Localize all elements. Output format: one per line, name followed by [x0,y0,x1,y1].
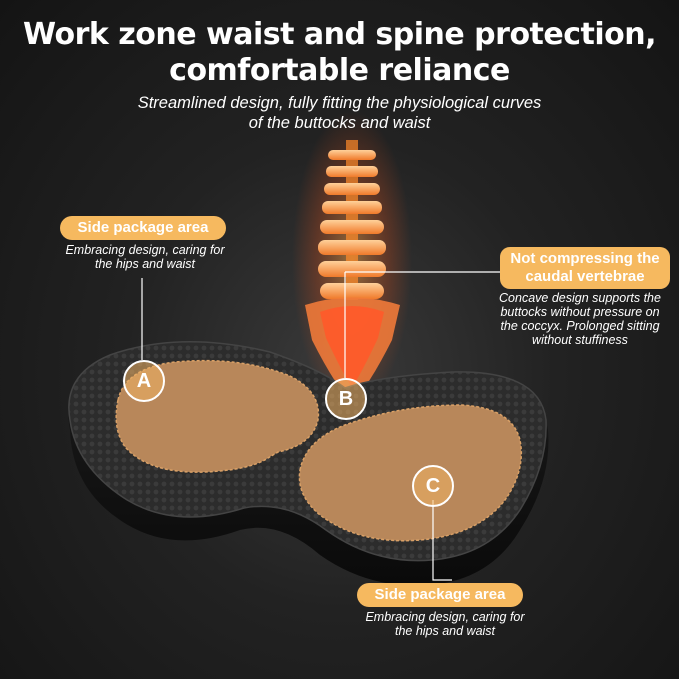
callout-a-label: Side package area [60,216,226,240]
callout-a-desc-line1: Embracing design, caring for [65,243,225,257]
callout-c-desc-line2: the hips and waist [394,624,496,638]
callout-b-desc-line4: without stuffiness [532,333,628,347]
callout-b-label-line2: caudal vertebrae [525,268,645,285]
callout-c-label: Side package area [357,583,523,607]
callout-b-desc: Concave design supports the buttocks wit… [482,291,678,347]
callout-a-desc: Embracing design, caring for the hips an… [40,243,250,271]
callout-b-desc-line3: the coccyx. Prolonged sitting [500,319,660,333]
callout-b-label: Not compressing the caudal vertebrae [500,247,670,289]
spine-illustration [292,110,412,410]
page-title: Work zone waist and spine protection, [22,17,657,52]
page-title-line2: comfortable reliance [169,53,510,88]
callout-b-desc-line2: buttocks without pressure on [500,305,660,319]
leader-lines [141,271,500,581]
callout-c-desc: Embracing design, caring for the hips an… [340,610,550,638]
marker-a: A [123,360,165,402]
callout-b-desc-line1: Concave design supports the [499,291,661,305]
callout-a-desc-line2: the hips and waist [94,257,196,271]
callout-c-desc-line1: Embracing design, caring for [365,610,525,624]
page-subtitle-line2: of the buttocks and waist [248,114,431,132]
marker-c: C [412,465,454,507]
page-subtitle: Streamlined design, fully fitting the ph… [137,94,542,112]
marker-b: B [325,378,367,420]
callout-b-label-line1: Not compressing the [510,250,660,267]
